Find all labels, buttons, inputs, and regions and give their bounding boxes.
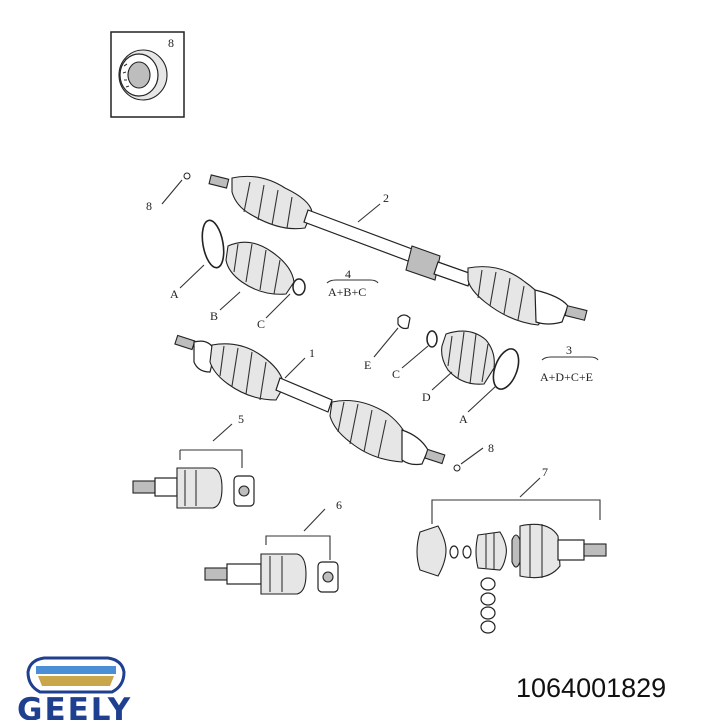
upper-boot-kit bbox=[201, 219, 306, 296]
lower-boot-kit bbox=[397, 314, 520, 390]
inner-joint-group-6 bbox=[204, 508, 339, 595]
kit-3-formula: A+D+C+E bbox=[540, 370, 593, 384]
callout-top-A: A bbox=[170, 287, 179, 301]
outer-joint-group-7 bbox=[416, 477, 607, 634]
kit-4-number: 4 bbox=[345, 267, 351, 281]
kit-4-formula: A+B+C bbox=[328, 285, 366, 299]
group-5-number: 5 bbox=[238, 412, 244, 426]
group-6-number: 6 bbox=[336, 498, 342, 512]
callout-top-8: 8 bbox=[146, 199, 152, 213]
callout-shaft-2: 2 bbox=[383, 191, 389, 205]
group-7-number: 7 bbox=[542, 465, 548, 479]
inset-callout-8: 8 bbox=[168, 36, 174, 50]
geely-emblem-icon bbox=[26, 656, 126, 694]
callout-mid-A: A bbox=[459, 412, 468, 426]
callout-top-B: B bbox=[210, 309, 218, 323]
callout-mid-E: E bbox=[364, 358, 371, 372]
part-number: 1064001829 bbox=[516, 673, 666, 703]
inset-bearing-ring bbox=[110, 31, 185, 118]
inner-joint-group-5 bbox=[132, 423, 255, 509]
upper-drive-shaft bbox=[183, 172, 588, 326]
callout-shaft-1: 1 bbox=[309, 346, 315, 360]
kit-3-number: 3 bbox=[566, 343, 572, 357]
brand-logo-text: GEELY bbox=[17, 692, 132, 720]
callout-mid-D: D bbox=[422, 390, 431, 404]
callout-bottom-8: 8 bbox=[488, 441, 494, 455]
callout-top-C: C bbox=[257, 317, 265, 331]
lower-drive-shaft bbox=[174, 334, 461, 472]
callout-mid-C: C bbox=[392, 367, 400, 381]
